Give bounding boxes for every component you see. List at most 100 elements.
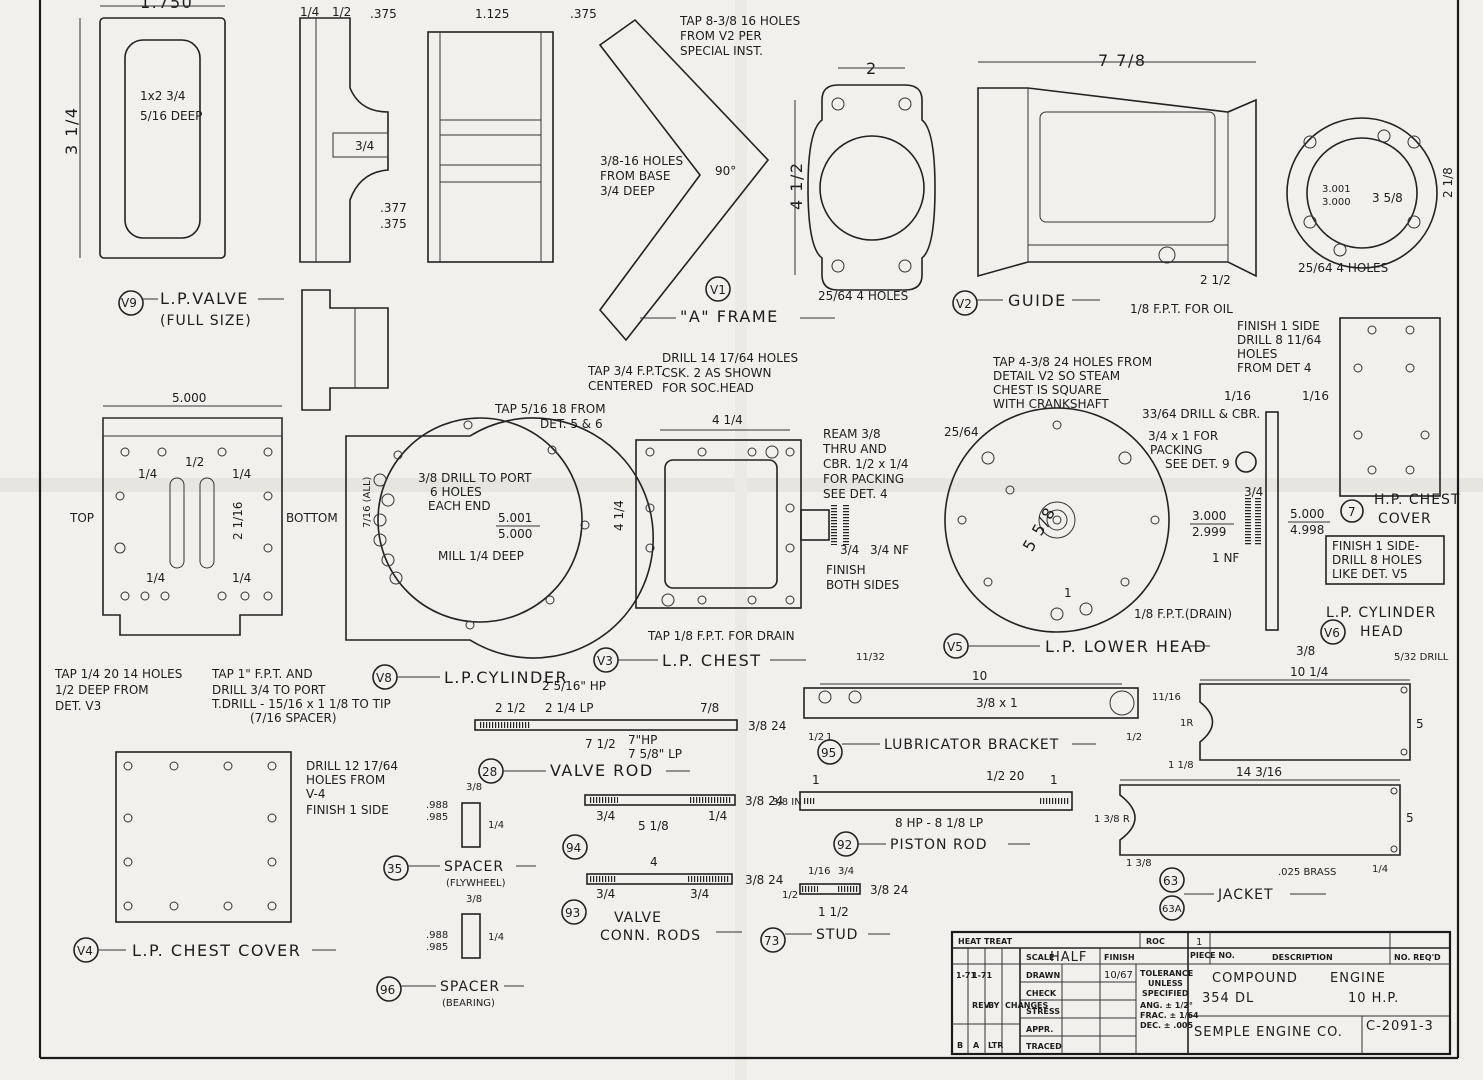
- details-det7-notes-0-text: FINISH 1 SIDE: [1237, 319, 1320, 333]
- title_block-rev_col-2-text: LTR: [988, 1041, 1003, 1050]
- details-d95-notes-4-text: 1/2: [808, 732, 824, 743]
- details-v1-notes-7-text: 4 1/2: [787, 161, 806, 210]
- title_block-appr_label-text: APPR.: [1026, 1025, 1053, 1034]
- details-v8-notes-10-text: EACH END: [428, 499, 491, 513]
- title_block-tolerance-0-text: TOLERANCE: [1140, 969, 1193, 978]
- details-v9-dims-8-text: .377: [380, 201, 407, 215]
- details-v5-title-text: L.P. LOWER HEAD: [1045, 637, 1207, 656]
- details-d28-notes-2-text: 2 1/4 LP: [545, 701, 594, 715]
- details-d63-notes-10-text: 1/4: [1372, 864, 1388, 875]
- details-d63-num-text: 63: [1163, 874, 1178, 888]
- details-v8-notes-20-text: T.DRILL - 15/16 x 1 1/8 TO TIP: [211, 697, 391, 711]
- title_block-tolerance-3-text: ANG. ± 1/2°: [1140, 1001, 1193, 1010]
- title_block-scale_value-text: HALF: [1050, 950, 1087, 965]
- details-v8-notes-19-text: DRILL 3/4 TO PORT: [212, 683, 326, 697]
- title_block-tolerance-2-text: SPECIFIED: [1142, 989, 1189, 998]
- details-d92-notes-1-text: 1/2 20: [986, 769, 1024, 783]
- details-v8-notes-13-text: MILL 1/4 DEEP: [438, 549, 524, 563]
- details-d94-notes-0-text: 3/4: [596, 809, 615, 823]
- details-v6-title-text: L.P. CYLINDER: [1326, 605, 1436, 621]
- details-d93-num-text: 93: [565, 906, 580, 920]
- title_block-rev_col-1-text: A: [973, 1041, 980, 1050]
- details-d95-num-text: 95: [821, 746, 836, 760]
- detail-28-valve-rod: 2 5/16" HP 2 1/2 2 1/4 LP 7/8 3/8 24 7 1…: [474, 679, 786, 784]
- title_block-rev_col-3-text: 1-71: [956, 971, 976, 980]
- detail-35-spacer-flywheel: 3/8 .988 .985 1/4 35 SPACER (FLYWHEEL): [383, 782, 536, 889]
- details-v3-title-text: L.P. CHEST: [662, 651, 762, 670]
- details-v8-notes-21-text: (7/16 SPACER): [250, 711, 337, 725]
- details-d94-notes-3-text: 3/8 24: [745, 794, 783, 808]
- details-v9-dims-1-text: 3 1/4: [62, 106, 81, 155]
- details-v5-notes-7-text: PACKING: [1150, 443, 1203, 457]
- details-v2-num-text: V2: [956, 297, 972, 311]
- details-d73-notes-1-text: 3/4: [838, 866, 854, 877]
- details-d63-notes-0-text: 10 1/4: [1290, 665, 1328, 679]
- details-d92-notes-2-text: 1: [1050, 773, 1058, 787]
- title_block-line2b-text: 10 H.P.: [1348, 991, 1399, 1006]
- details-v8-notes-14-text: 7/16 (ALL): [362, 476, 373, 528]
- details-d73-num-text: 73: [764, 934, 779, 948]
- details-d93-notes-0-text: 4: [650, 855, 658, 869]
- details-v4-num-text: V4: [77, 944, 93, 958]
- details-det7-num-text: 7: [1348, 505, 1356, 519]
- details-d63-notes-4-text: 1 1/8: [1168, 760, 1194, 771]
- details-v8-notes-11-text: 5.001: [498, 511, 532, 525]
- details-v1-num-text: V1: [710, 283, 726, 297]
- details-v5-num-text: V5: [947, 640, 963, 654]
- detail-94-rod: 3/4 1/4 5 1/8 3/8 24 94: [562, 794, 783, 860]
- title_block-line2a-text: 354 DL: [1202, 991, 1254, 1006]
- details-v4-notes-3-text: FINISH 1 SIDE: [306, 803, 389, 817]
- details-v5-notes-11-text: 1 NF: [1212, 551, 1239, 565]
- details-d96-num-text: 96: [380, 983, 395, 997]
- details-d35-notes-1-text: .988: [426, 800, 448, 811]
- details-det7-notes-2-text: HOLES: [1237, 347, 1277, 361]
- details-d63-title-text: JACKET: [1217, 887, 1274, 903]
- detail-96-spacer-bearing: 3/8 .988 .985 1/4 96 SPACER (BEARING): [376, 894, 524, 1009]
- title_block-rev_col-7-text: CHANGES: [1005, 1001, 1048, 1010]
- details-d28-notes-5-text: 7 1/2: [585, 737, 616, 751]
- details-d73-title-text: STUD: [816, 927, 858, 943]
- details-v1-notes-5-text: 3/4 DEEP: [600, 184, 655, 198]
- details-d95-notes-3-text: 11/16: [1152, 692, 1181, 703]
- details-v3-notes-9-text: CBR. 1/2 x 1/4: [823, 457, 909, 471]
- details-v3-num-text: V3: [597, 654, 613, 668]
- detail-v2-guide: 7 7/8 2 1/2 V2 GUIDE 1/8 F.P.T. FOR OIL …: [952, 51, 1455, 316]
- details-v6-sub-text: HEAD: [1360, 624, 1404, 640]
- detail-7-hp-chest-cover: FINISH 1 SIDE DRILL 8 11/64 HOLES FROM D…: [1237, 317, 1459, 585]
- details-v9-title-text: L.P.VALVE: [160, 289, 249, 308]
- details-v9-dims-7-text: 3/4: [355, 139, 374, 153]
- details-v5-notes-6-text: 3/4 x 1 FOR: [1148, 429, 1218, 443]
- detail-v3-lp-chest: TAP 3/4 F.P.T. CENTERED DRILL 14 17/64 H…: [587, 351, 909, 673]
- details-d96-notes-0-text: 3/8: [466, 894, 482, 905]
- title_block-line1a-text: COMPOUND: [1212, 971, 1298, 986]
- details-v8-notes-3-text: 1/4: [232, 571, 251, 585]
- details-v8-notes-9-text: 6 HOLES: [430, 485, 482, 499]
- details-d94-notes-1-text: 1/4: [708, 809, 727, 823]
- details-v8-notes-15-text: TAP 1/4 20 14 HOLES: [54, 667, 182, 681]
- details-v2-notes-7-text: 25/64 4 HOLES: [1298, 261, 1388, 275]
- details-v8-notes-18-text: TAP 1" F.P.T. AND: [211, 667, 313, 681]
- details-v8-notes-0-text: 5.000: [172, 391, 206, 405]
- details-v9-dims-6-text: .375: [570, 7, 597, 21]
- title_block-line1b-text: ENGINE: [1330, 971, 1386, 986]
- details-d93-title-text: VALVE: [614, 910, 662, 926]
- details-d35-sub-text: (FLYWHEEL): [446, 878, 506, 889]
- details-v9-sub-text: (FULL SIZE): [160, 313, 252, 329]
- details-d92-notes-4-text: 8 HP - 8 1/8 LP: [895, 816, 983, 830]
- details-v3-notes-11-text: SEE DET. 4: [823, 487, 888, 501]
- details-v5-notes-16-text: 1/8 F.P.T.(DRAIN): [1134, 607, 1232, 621]
- details-d73-notes-2-text: 1/2: [782, 890, 798, 901]
- details-d35-num-text: 35: [387, 862, 402, 876]
- title_block-description_label-text: DESCRIPTION: [1272, 953, 1333, 962]
- details-d63-notes-6-text: 1 3/8 R: [1094, 814, 1130, 825]
- title_block-rev_col-6-text: BY: [988, 1001, 1000, 1010]
- details-v8-title-text: L.P.CYLINDER: [444, 668, 568, 687]
- title_block-traced_label-text: TRACED: [1026, 1042, 1062, 1051]
- details-d95-notes-2-text: 3/8 x 1: [976, 696, 1018, 710]
- details-det7-notes-1-text: DRILL 8 11/64: [1237, 333, 1321, 347]
- details-v9-dims-10-text: 1/4: [300, 5, 319, 19]
- details-d95-notes-5-text: 1: [826, 732, 832, 743]
- details-d63-notes-9-text: .025 BRASS: [1278, 867, 1336, 878]
- title_block-company-text: SEMPLE ENGINE CO.: [1194, 1025, 1343, 1040]
- details-v3-notes-15-text: BOTH SIDES: [826, 578, 899, 592]
